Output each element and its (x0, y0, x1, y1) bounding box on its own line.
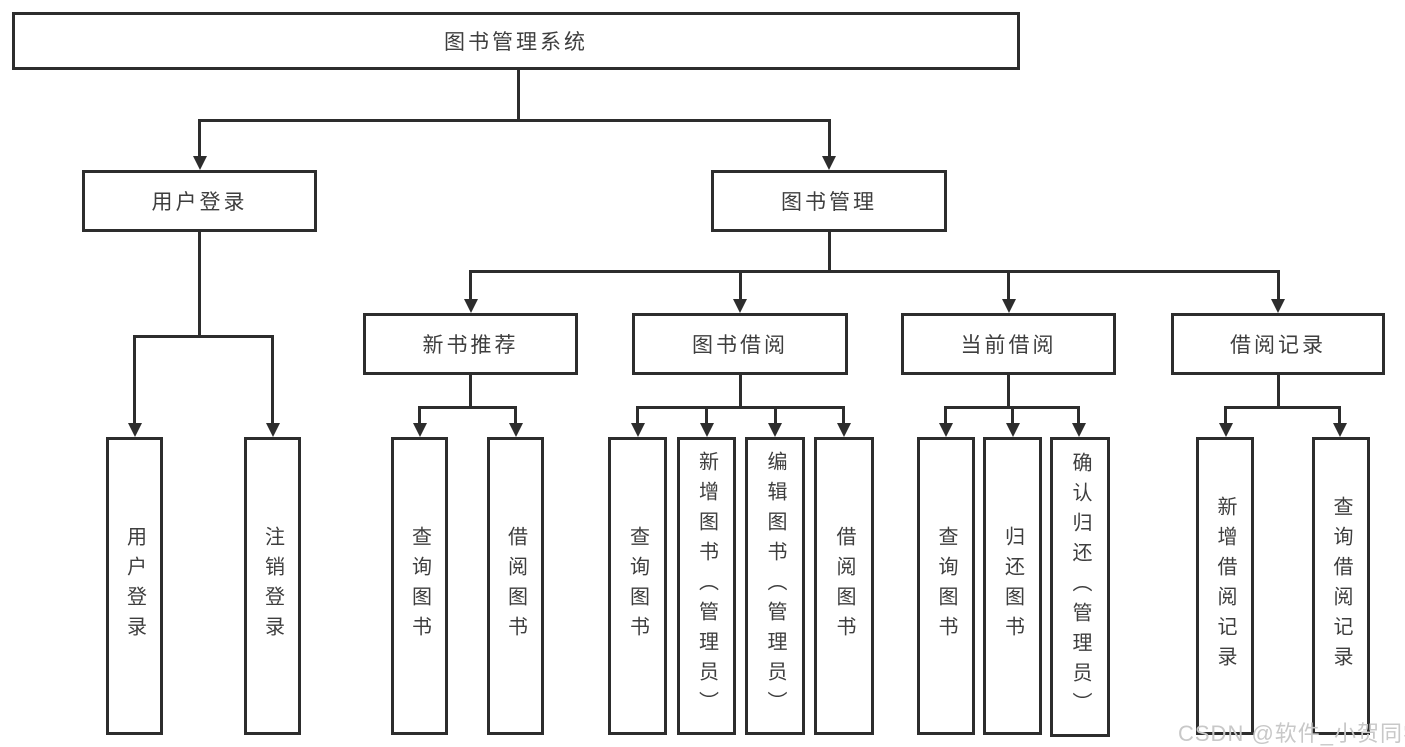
node-library-system: 图书管理系统 (12, 12, 1020, 70)
connector-line (773, 406, 777, 423)
connector-line (842, 406, 845, 423)
leaf-edit-book-admin: 编辑图书（管理员） (745, 437, 805, 735)
arrow-down-icon (1218, 423, 1233, 437)
connector-line (705, 406, 708, 423)
connector-line (1276, 375, 1280, 406)
connector-line (198, 119, 830, 122)
leaf-add-borrow-record: 新增借阅记录 (1196, 437, 1254, 735)
arrow-down-icon (768, 423, 782, 437)
connector-line (198, 232, 201, 335)
arrow-down-icon (699, 423, 714, 437)
connector-line (738, 270, 742, 300)
connector-line (469, 270, 1279, 273)
connector-line (636, 406, 844, 409)
arrow-down-icon (836, 423, 851, 437)
connector-line (1224, 406, 1227, 423)
connector-line (469, 270, 472, 300)
arrow-down-icon (630, 423, 645, 437)
node-borrow-records: 借阅记录 (1171, 313, 1385, 375)
leaf-return-book: 归还图书 (983, 437, 1042, 735)
connector-line (514, 406, 517, 423)
arrow-down-icon (733, 299, 747, 313)
arrow-down-icon (265, 423, 280, 437)
connector-line (418, 406, 421, 423)
leaf-add-book-admin: 新增图书（管理员） (677, 437, 736, 735)
connector-line (1007, 375, 1010, 406)
connector-line (1276, 270, 1280, 300)
arrow-down-icon (1001, 299, 1016, 313)
leaf-query-book: 查询图书 (391, 437, 448, 735)
leaf-logout: 注销登录 (244, 437, 301, 735)
arrow-down-icon (1071, 423, 1086, 437)
leaf-query-book: 查询图书 (917, 437, 975, 735)
connector-line (1007, 270, 1010, 300)
arrow-down-icon (412, 423, 427, 437)
leaf-borrow-book: 借阅图书 (487, 437, 544, 735)
connector-line (1224, 406, 1341, 409)
arrow-down-icon (822, 156, 836, 170)
connector-line (133, 335, 136, 423)
csdn-watermark: CSDN @软件_小贺同学 (1178, 721, 1405, 746)
connector-line (469, 375, 472, 406)
connector-line (133, 335, 273, 338)
arrow-down-icon (1332, 423, 1347, 437)
leaf-confirm-return-admin: 确认归还（管理员） (1050, 437, 1110, 737)
node-user-login: 用户登录 (82, 170, 317, 232)
connector-line (271, 335, 274, 423)
arrow-down-icon (938, 423, 953, 437)
node-book-borrow: 图书借阅 (632, 313, 848, 375)
connector-line (198, 119, 201, 157)
leaf-query-book: 查询图书 (608, 437, 667, 735)
arrow-down-icon (508, 423, 523, 437)
connector-line (1011, 406, 1014, 423)
connector-line (1077, 406, 1080, 423)
arrow-down-icon (1005, 423, 1020, 437)
leaf-user-login: 用户登录 (106, 437, 163, 735)
connector-line (944, 406, 947, 423)
connector-line (738, 375, 742, 406)
arrow-down-icon (192, 156, 207, 170)
node-book-management: 图书管理 (711, 170, 947, 232)
node-current-borrow: 当前借阅 (901, 313, 1116, 375)
arrow-down-icon (463, 299, 478, 313)
leaf-query-borrow-record: 查询借阅记录 (1312, 437, 1370, 735)
connector-line (827, 232, 831, 270)
arrow-down-icon (127, 423, 142, 437)
connector-line (517, 70, 520, 119)
leaf-borrow-book: 借阅图书 (814, 437, 874, 735)
connector-line (1338, 406, 1341, 423)
connector-line (827, 119, 831, 157)
connector-line (636, 406, 639, 423)
connector-line (418, 406, 517, 409)
node-new-book-recommend: 新书推荐 (363, 313, 578, 375)
arrow-down-icon (1271, 299, 1285, 313)
